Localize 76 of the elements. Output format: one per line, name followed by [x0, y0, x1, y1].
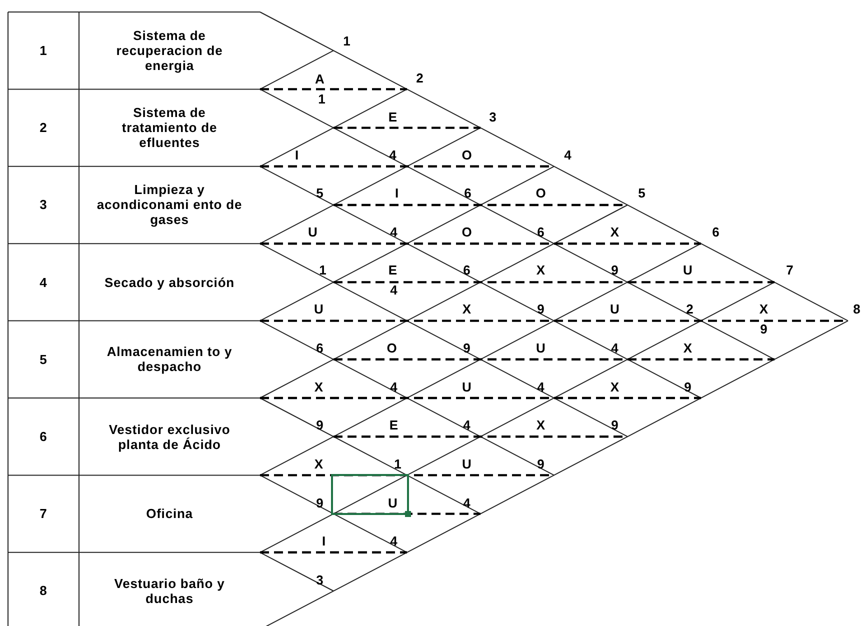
department-number: 5 — [638, 186, 646, 200]
relationship-code: X — [610, 380, 620, 394]
reason-code: 9 — [463, 342, 471, 354]
relationship-code: U — [462, 458, 472, 470]
relationship-code: X — [536, 418, 546, 432]
reason-code: 4 — [463, 418, 471, 432]
relationship-code: I — [394, 186, 400, 200]
reason-code: 6 — [463, 264, 471, 276]
department-name: Sistema de recuperacion de energia — [115, 28, 224, 74]
reason-code: 2 — [686, 302, 694, 316]
reason-code: 9 — [611, 418, 619, 432]
department-name: Almacenamien to y despacho — [106, 344, 234, 374]
relationship-code: X — [536, 264, 546, 276]
relationship-code: A — [315, 72, 325, 86]
department-name: Vestidor exclusivo planta de Ácido — [108, 422, 232, 452]
row-number: 2 — [40, 120, 48, 136]
reason-code: 4 — [390, 284, 398, 296]
department-number: 1 — [343, 34, 351, 48]
reason-code: 9 — [316, 418, 324, 432]
department-name: Limpieza y acondiconami ento de gases — [96, 182, 244, 228]
relationship-code: O — [462, 226, 472, 238]
department-number: 7 — [786, 264, 794, 276]
relationship-code: X — [314, 458, 324, 470]
reason-code: 1 — [319, 264, 327, 276]
reason-code: 4 — [390, 226, 398, 238]
relationship-code: U — [683, 264, 693, 276]
department-name: Vestuario baño y duchas — [113, 576, 226, 606]
row-number: 7 — [40, 506, 48, 522]
relationship-code: X — [314, 380, 324, 394]
relationship-code: U — [462, 380, 472, 394]
reason-code: 9 — [537, 302, 545, 316]
relationship-code: U — [536, 342, 546, 354]
reason-code: 9 — [684, 380, 692, 394]
reason-code: 4 — [390, 534, 398, 548]
row-number: 3 — [40, 197, 48, 212]
relationship-code: O — [536, 186, 546, 200]
row-number: 5 — [40, 352, 48, 367]
row-number: 4 — [40, 274, 48, 290]
reason-code: 1 — [394, 458, 402, 470]
relationship-code: I — [294, 148, 300, 162]
department-number: 3 — [489, 110, 497, 124]
reason-code: 1 — [318, 92, 326, 106]
row-number: 8 — [40, 583, 48, 598]
reason-code: 6 — [316, 342, 324, 354]
department-number: 2 — [416, 72, 424, 84]
relationship-code: E — [388, 264, 398, 276]
relationship-code: U — [610, 302, 620, 316]
relationship-code: U — [314, 302, 324, 316]
reason-code: 6 — [464, 186, 472, 200]
row-number: 1 — [40, 43, 48, 58]
reason-code: 6 — [537, 226, 545, 238]
department-number: 4 — [564, 148, 572, 162]
department-number: 8 — [853, 302, 861, 316]
relationship-code: U — [308, 226, 318, 238]
relationship-code: I — [322, 534, 326, 548]
department-name: Oficina — [146, 506, 193, 522]
relationship-code: X — [462, 302, 472, 316]
relationship-code: X — [683, 342, 693, 354]
relationship-code: O — [386, 342, 398, 354]
department-name: Sistema de tratamiento de efluentes — [120, 105, 218, 150]
reason-code: 9 — [760, 322, 768, 336]
department-number: 6 — [712, 226, 720, 238]
relationship-code: X — [759, 302, 769, 316]
relationship-code: X — [610, 226, 620, 238]
reason-code: 9 — [611, 264, 619, 276]
reason-code: 5 — [316, 186, 324, 200]
reason-code: 4 — [390, 380, 398, 394]
reason-code: 4 — [537, 380, 545, 394]
row-number: 6 — [40, 429, 48, 444]
relationship-code: O — [462, 148, 472, 162]
reason-code: 4 — [611, 342, 619, 354]
reason-code: 9 — [537, 458, 545, 470]
relationship-code: U — [388, 496, 398, 510]
relationship-code: E — [388, 110, 398, 124]
department-name: Secado y absorción — [104, 274, 235, 290]
relationship-code: E — [389, 418, 399, 432]
